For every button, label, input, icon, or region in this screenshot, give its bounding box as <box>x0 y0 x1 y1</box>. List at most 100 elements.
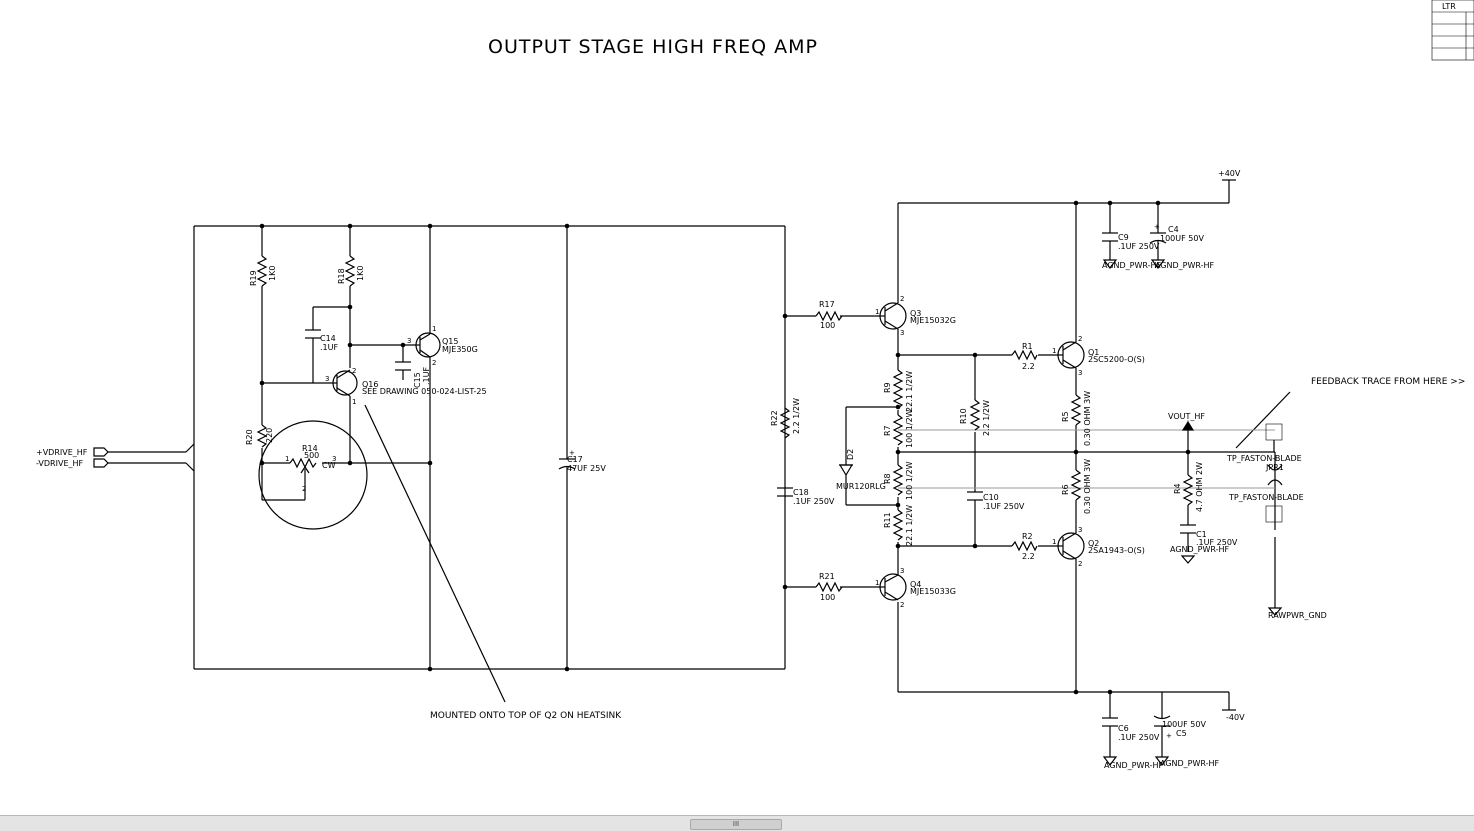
svg-text:3: 3 <box>1078 369 1082 377</box>
resistor-r5[interactable]: R5 0.30 OHM 3W <box>1061 391 1092 446</box>
output-stage-wires <box>785 180 1291 757</box>
resistor-r21[interactable]: R21 100 <box>815 572 843 602</box>
resistor-r17[interactable]: R17 100 <box>815 300 843 330</box>
svg-text:C18: C18 <box>793 488 809 497</box>
svg-text:R6: R6 <box>1061 484 1070 495</box>
svg-text:R5: R5 <box>1061 411 1070 422</box>
port-vdrive-pos[interactable]: +VDRIVE_HF <box>36 447 109 457</box>
resistor-r8[interactable]: R8 100 1/2W <box>883 461 914 500</box>
capacitor-c9[interactable]: C9 .1UF 250V <box>1102 232 1160 251</box>
bias-section-wires <box>108 225 786 670</box>
svg-text:AGND_PWR-HF: AGND_PWR-HF <box>1104 761 1164 770</box>
transistor-q3[interactable]: 1 2 3 Q3 MJE15032G <box>875 295 956 337</box>
capacitor-c10[interactable]: C10 .1UF 250V <box>967 491 1025 511</box>
transistor-q4[interactable]: 1 3 2 Q4 MJE15033G <box>875 567 956 609</box>
svg-text:VOUT_HF: VOUT_HF <box>1168 412 1205 421</box>
svg-text:2SC5200-O(S): 2SC5200-O(S) <box>1088 355 1145 364</box>
rail-neg-40v: -40V <box>1222 709 1245 722</box>
svg-text:1: 1 <box>432 325 436 333</box>
q16-note: SEE DRAWING 050-024-LIST-25 <box>362 387 487 396</box>
transistor-q15[interactable]: 3 1 2 Q15 MJE350G <box>407 325 478 367</box>
resistor-r6[interactable]: R6 0.30 OHM 3W <box>1061 459 1092 514</box>
svg-text:C5: C5 <box>1176 729 1187 738</box>
svg-text:2: 2 <box>900 295 904 303</box>
resistor-r1[interactable]: R1 2.2 <box>1011 342 1038 371</box>
resistor-r20[interactable]: R20 220 <box>245 424 274 448</box>
resistor-r7[interactable]: R7 100 1/2W <box>883 409 914 448</box>
svg-text:1: 1 <box>875 579 879 587</box>
svg-text:C14: C14 <box>320 334 336 343</box>
svg-text:1K0: 1K0 <box>356 266 365 281</box>
bias-junctions <box>259 223 788 672</box>
svg-text:2.2 1/2W: 2.2 1/2W <box>792 398 801 434</box>
svg-text:2: 2 <box>900 601 904 609</box>
svg-text:.1UF 250V: .1UF 250V <box>1118 242 1160 251</box>
scrollbar-thumb[interactable]: III <box>690 819 782 830</box>
ground-agnd-c1: AGND_PWR-HF <box>1170 545 1230 564</box>
svg-text:Q15: Q15 <box>442 337 458 346</box>
resistor-r19[interactable]: R19 1K0 <box>249 255 277 287</box>
svg-text:R17: R17 <box>819 300 835 309</box>
svg-text:2.2 1/2W: 2.2 1/2W <box>982 400 991 436</box>
resistor-r2[interactable]: R2 2.2 <box>1011 532 1038 561</box>
svg-text:MJE15032G: MJE15032G <box>910 316 956 325</box>
resistor-r18[interactable]: R18 1K0 <box>337 255 365 287</box>
resistor-r11[interactable]: R11 22.1 1/2W <box>883 505 914 546</box>
diode-d2[interactable]: D2 MUR120RLG <box>836 449 886 491</box>
svg-text:C1: C1 <box>1196 530 1207 539</box>
svg-text:R4: R4 <box>1173 483 1182 494</box>
svg-text:JPR1: JPR1 <box>1265 463 1284 472</box>
svg-text:500: 500 <box>304 451 319 460</box>
svg-text:R7: R7 <box>883 425 892 436</box>
resistor-r4[interactable]: R4 4.7 OHM 2W <box>1173 462 1204 512</box>
svg-text:4.7 OHM 2W: 4.7 OHM 2W <box>1195 462 1204 512</box>
port-vdrive-neg-label: -VDRIVE_HF <box>36 459 84 468</box>
transistor-q2[interactable]: 1 3 2 Q2 2SA1943-O(S) <box>1052 526 1145 568</box>
capacitor-c15[interactable]: C15 .1UF <box>395 361 431 388</box>
transistor-q16[interactable]: 3 2 1 Q16 SEE DRAWING 050-024-LIST-25 <box>325 367 487 406</box>
capacitor-c18[interactable]: C18 .1UF 250V <box>777 487 835 506</box>
svg-text:R10: R10 <box>959 408 968 424</box>
svg-text:R21: R21 <box>819 572 835 581</box>
tp-faston-bottom[interactable]: TP_FASTON-BLADE <box>1228 493 1304 523</box>
svg-text:100 1/2W: 100 1/2W <box>905 409 914 448</box>
svg-text:100 1/2W: 100 1/2W <box>905 461 914 500</box>
svg-text:3: 3 <box>900 329 904 337</box>
capacitor-c5[interactable]: + C5 100UF 50V <box>1153 715 1206 740</box>
svg-text:AGND_PWR-HF: AGND_PWR-HF <box>1102 261 1162 270</box>
svg-text:AGND_PWR-HF: AGND_PWR-HF <box>1155 261 1215 270</box>
ground-agnd-c9: AGND_PWR-HF <box>1102 259 1162 270</box>
resistor-r10[interactable]: R10 2.2 1/2W <box>959 399 991 436</box>
tp-faston-top[interactable]: TP_FASTON-BLADE <box>1226 423 1302 463</box>
svg-text:RAWPWR_GND: RAWPWR_GND <box>1268 611 1327 620</box>
output-junctions <box>895 200 1191 695</box>
svg-text:C15: C15 <box>413 372 422 388</box>
transistor-q1[interactable]: 1 2 3 Q1 2SC5200-O(S) <box>1052 335 1145 377</box>
svg-text:R9: R9 <box>883 382 892 393</box>
svg-text:+: + <box>1154 223 1160 231</box>
svg-text:1: 1 <box>875 308 879 316</box>
svg-text:100UF 50V: 100UF 50V <box>1162 720 1206 729</box>
svg-text:1: 1 <box>1052 347 1056 355</box>
port-vdrive-neg[interactable]: -VDRIVE_HF <box>36 458 109 468</box>
capacitor-c17[interactable]: + C17 47UF 25V <box>558 449 606 473</box>
svg-text:0.30 OHM 3W: 0.30 OHM 3W <box>1083 459 1092 514</box>
capacitor-c4[interactable]: + C4 100UF 50V <box>1149 223 1204 244</box>
svg-text:2.2: 2.2 <box>1022 362 1035 371</box>
capacitor-c14[interactable]: C14 .1UF <box>305 329 338 352</box>
capacitor-c6[interactable]: C6 .1UF 250V <box>1102 717 1160 742</box>
jumper-jpr1[interactable]: JPR1 <box>1265 463 1284 486</box>
capacitor-c1[interactable]: C1 .1UF 250V <box>1180 524 1238 547</box>
svg-text:.1UF 250V: .1UF 250V <box>793 497 835 506</box>
horizontal-scrollbar[interactable]: III <box>0 815 1474 831</box>
svg-text:R8: R8 <box>883 473 892 484</box>
resistor-r9[interactable]: R9 22.1 1/2W <box>883 369 914 412</box>
svg-text:R22: R22 <box>770 410 779 426</box>
trimmer-r14[interactable]: R14 500 CW 1 3 2 <box>258 420 368 530</box>
resistor-r22[interactable]: R22 2.2 1/2W <box>770 398 801 439</box>
svg-text:2: 2 <box>1078 335 1082 343</box>
svg-text:C6: C6 <box>1118 724 1129 733</box>
svg-text:D2: D2 <box>846 449 855 460</box>
svg-text:3: 3 <box>900 567 904 575</box>
svg-text:R20: R20 <box>245 429 254 445</box>
